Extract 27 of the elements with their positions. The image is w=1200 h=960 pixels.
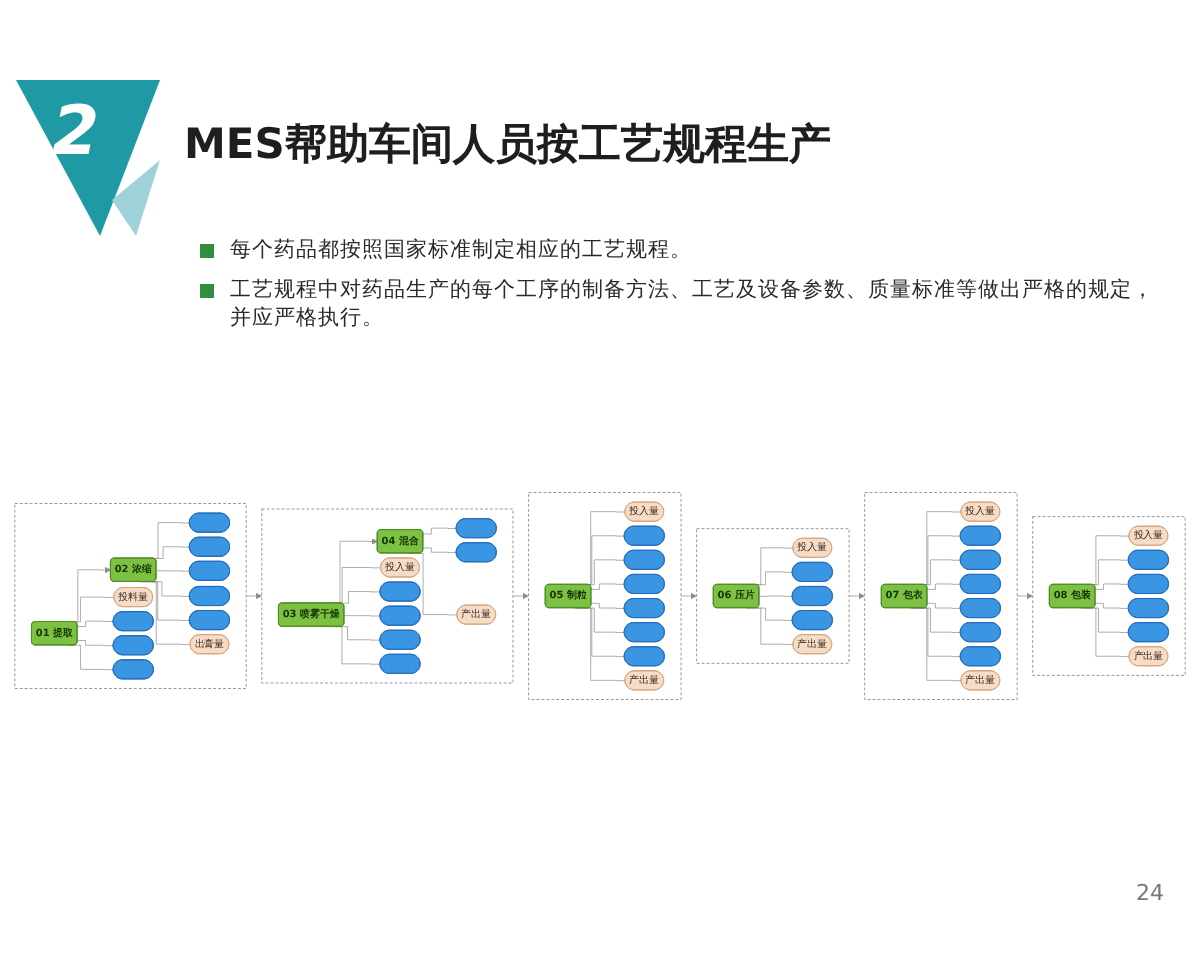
connector xyxy=(156,570,191,572)
connector xyxy=(1095,583,1129,590)
connector xyxy=(926,583,961,590)
connector xyxy=(77,620,114,627)
cluster xyxy=(528,492,682,700)
connector xyxy=(422,527,457,535)
connector xyxy=(343,615,381,617)
page-number: 24 xyxy=(1136,880,1164,906)
connector xyxy=(77,640,114,646)
cluster xyxy=(696,528,850,664)
connector xyxy=(1095,602,1129,609)
connector xyxy=(590,602,625,609)
connector xyxy=(590,583,625,590)
connector xyxy=(755,571,793,585)
cluster xyxy=(1032,516,1186,676)
connector xyxy=(755,607,793,621)
connector xyxy=(422,547,457,553)
cluster xyxy=(864,492,1018,700)
connector xyxy=(926,602,961,609)
section-number: 2 xyxy=(52,92,100,172)
connector xyxy=(758,595,793,597)
cluster xyxy=(261,508,514,684)
cluster xyxy=(14,503,247,689)
connector xyxy=(153,546,191,559)
bullet-text: 每个药品都按照国家标准制定相应的工艺规程。 xyxy=(230,236,692,264)
bullet-text: 工艺规程中对药品生产的每个工序的制备方法、工艺及设备参数、质量标准等做出严格的规定，并应严格执行。 xyxy=(230,276,1156,332)
title: MES帮助车间人员按工艺规程生产 xyxy=(184,118,831,172)
